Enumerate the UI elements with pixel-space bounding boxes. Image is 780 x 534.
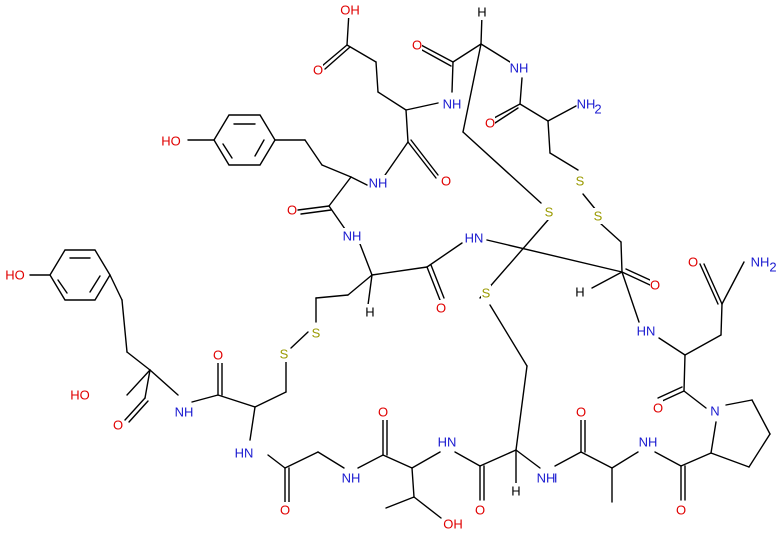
- atom-label-background: [477, 4, 487, 20]
- atom-label-background: [593, 208, 603, 224]
- atom-label-background: [443, 96, 461, 112]
- atom-label-background: [576, 404, 586, 420]
- atom-label-o-tyr2-acid: O: [113, 418, 123, 433]
- atom-label-background: [688, 254, 698, 270]
- atom-label-background: [751, 254, 769, 270]
- atom-label-o-right-co: O: [650, 278, 660, 293]
- atom-label-background: [6, 267, 24, 283]
- atom-label-background: [280, 502, 290, 518]
- atom-label-background: [510, 60, 528, 76]
- atom-label-oh-thr: OH: [443, 517, 463, 532]
- atom-label-background: [438, 434, 456, 450]
- bond-layer: [29, 11, 771, 519]
- atom-label-s-mid-left: S: [482, 286, 491, 301]
- atom-label-nh-cys2: NH: [343, 229, 362, 244]
- atom-label-background: [113, 417, 123, 433]
- atom-label-nh-cys4: NH: [537, 471, 556, 486]
- atom-label-background: [213, 347, 223, 363]
- atom-label-background: [342, 470, 360, 486]
- atom-label-h-cys4: H: [511, 484, 520, 499]
- atom-label-o-glu-acid: O: [313, 63, 323, 78]
- atom-label-background: [175, 404, 193, 420]
- atom-label-ho-tyr1: HO: [161, 134, 181, 149]
- atom-label-h-top: H: [477, 5, 486, 20]
- atom-label-background: [71, 387, 89, 403]
- atom-label-oh-glu: OH: [340, 3, 360, 18]
- atom-label-h-right: H: [575, 285, 584, 300]
- atom-label-ho-tyr2-acid: HO: [70, 388, 90, 403]
- atom-label-background: [162, 133, 180, 149]
- atom-label-s-top-a: S: [576, 174, 585, 189]
- atom-label-nh-glu: NH: [443, 97, 462, 112]
- atom-label-background: [639, 434, 657, 450]
- atom-label-background: [575, 173, 585, 189]
- atom-label-background: [341, 2, 359, 18]
- atom-label-background: [444, 516, 462, 532]
- atom-label-hn-mid: HN: [465, 231, 484, 246]
- atom-label-background: [485, 115, 495, 131]
- atom-label-n-pro: N: [710, 404, 719, 419]
- atom-label-background: [710, 403, 720, 419]
- atom-label-hn-thr: HN: [438, 435, 457, 450]
- atom-label-nh2-top: NH: [577, 97, 596, 112]
- atom-label-o-pro-up: O: [653, 401, 663, 416]
- atom-label-s-left-b: S: [280, 347, 289, 362]
- atom-label-hn-asn: HN: [637, 324, 656, 339]
- atom-label-s-left-a: S: [312, 326, 321, 341]
- atom-label-o-thr-co: O: [378, 405, 388, 420]
- atom-label-ho-tyr2: HO: [5, 268, 25, 283]
- atom-label-o-left-co: O: [213, 348, 223, 363]
- atom-label-h-cys2: H: [365, 305, 374, 320]
- atom-label-hn-cys3: HN: [235, 446, 254, 461]
- atom-label-background: [313, 62, 323, 78]
- atom-label-background: [412, 37, 422, 53]
- atom-label-o-asn-side: O: [688, 255, 698, 270]
- atom-label-s-mid-center: S: [594, 209, 603, 224]
- atom-label-background: [577, 96, 595, 112]
- atom-label-background: [653, 400, 663, 416]
- atom-label-background: [343, 228, 361, 244]
- atom-label-background: [436, 300, 446, 316]
- atom-label-o-tyr1-co: O: [287, 203, 297, 218]
- atom-label-nh-tyr2: NH: [175, 405, 194, 420]
- atom-label-background: [287, 202, 297, 218]
- atom-label-background: [537, 470, 555, 486]
- atom-label-background: [441, 173, 451, 189]
- atom-label-nh2-top-sub: 2: [594, 102, 601, 117]
- atom-label-background: [650, 277, 660, 293]
- atom-label-background: [378, 404, 388, 420]
- atom-label-s-top-b: S: [545, 205, 554, 220]
- atom-label-background: [465, 230, 483, 246]
- atom-label-nh-tyr1: NH: [369, 176, 388, 191]
- atom-label-nh-pro: NH: [639, 435, 658, 450]
- atom-label-nh-top-right: NH: [510, 61, 529, 76]
- atom-label-background: [369, 175, 387, 191]
- atom-label-background: [365, 304, 375, 320]
- atom-label-nh2-asn: NH: [751, 255, 770, 270]
- atom-label-o-gly-co: O: [280, 503, 290, 518]
- atom-label-o-ala2-co: O: [676, 503, 686, 518]
- atom-label-background: [311, 325, 321, 341]
- atom-label-nh-gly: NH: [342, 471, 361, 486]
- atom-label-background: [235, 445, 253, 461]
- atom-label-o-cys2-co: O: [436, 301, 446, 316]
- atom-label-background: [637, 323, 655, 339]
- atom-label-background: [575, 284, 585, 300]
- atom-label-background: [544, 204, 554, 220]
- atom-label-o-top-amide: O: [412, 38, 422, 53]
- atom-label-o-cys-top: O: [485, 116, 495, 131]
- atom-label-background: [676, 502, 686, 518]
- atom-label-background: [511, 483, 521, 499]
- atom-label-o-ala-co: O: [576, 405, 586, 420]
- atom-label-o-cys4-co: O: [475, 503, 485, 518]
- atom-label-background: [481, 285, 491, 301]
- atom-label-background: [279, 346, 289, 362]
- atom-label-background: [475, 502, 485, 518]
- atom-label-nh2-asn-sub: 2: [769, 260, 776, 275]
- atom-label-o-tyr1: O: [441, 174, 451, 189]
